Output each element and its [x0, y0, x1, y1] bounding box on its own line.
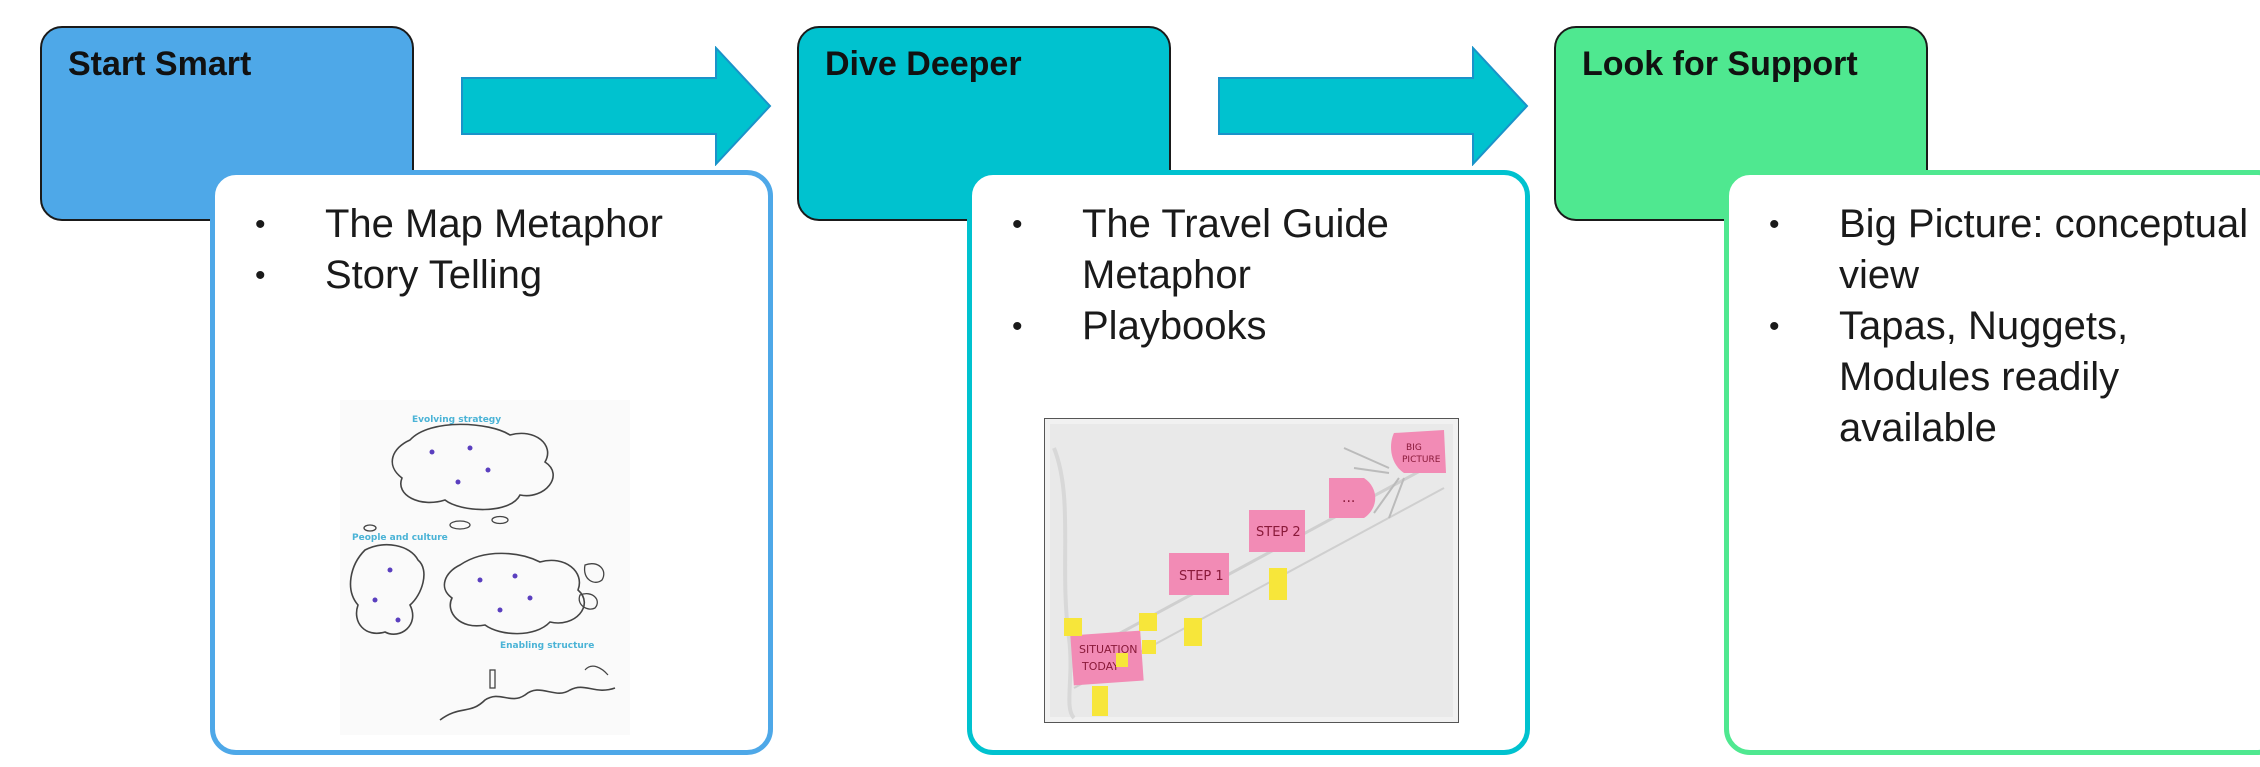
- note-text: ...: [1342, 490, 1355, 506]
- map-label: Enabling structure: [500, 641, 594, 651]
- note-text: STEP 2: [1256, 525, 1301, 540]
- right-arrow-icon: [1218, 46, 1529, 166]
- note-text: BIG: [1406, 443, 1422, 453]
- stage-title: Look for Support: [1582, 45, 1858, 83]
- note-text: SITUATION: [1079, 643, 1138, 656]
- bullet-item: The Map Metaphor: [251, 199, 752, 250]
- note-text: PICTURE: [1402, 455, 1441, 465]
- bullet-list: The Travel Guide Metaphor Playbooks: [1008, 199, 1509, 352]
- note-text: STEP 1: [1179, 569, 1224, 584]
- stage-content-look-for-support: Big Picture: conceptual view Tapas, Nugg…: [1724, 170, 2260, 755]
- bullet-item: Playbooks: [1008, 301, 1509, 352]
- bullet-item: Big Picture: conceptual view: [1765, 199, 2260, 301]
- stage-content-start-smart: The Map Metaphor Story Telling Evolving …: [210, 170, 773, 755]
- stage-content-dive-deeper: The Travel Guide Metaphor Playbooks SITU…: [967, 170, 1530, 755]
- bullet-item: Tapas, Nuggets, Modules readily availabl…: [1765, 301, 2169, 454]
- map-label: People and culture: [352, 533, 448, 543]
- note-text: TODAY: [1081, 660, 1119, 673]
- bullet-list: Big Picture: conceptual view Tapas, Nugg…: [1765, 199, 2260, 454]
- playbook-whiteboard-photo: SITUATION TODAY STEP 1 STEP 2 ... BIG PI…: [1044, 418, 1459, 723]
- map-metaphor-illustration: Evolving strategy People and culture Ena…: [340, 400, 630, 735]
- stage-title: Dive Deeper: [825, 45, 1022, 83]
- map-label: Evolving strategy: [412, 415, 501, 425]
- stage-title: Start Smart: [68, 45, 252, 83]
- bullet-list: The Map Metaphor Story Telling: [251, 199, 752, 301]
- right-arrow-icon: [461, 46, 772, 166]
- bullet-item: Story Telling: [251, 250, 752, 301]
- bullet-item: The Travel Guide Metaphor: [1008, 199, 1509, 301]
